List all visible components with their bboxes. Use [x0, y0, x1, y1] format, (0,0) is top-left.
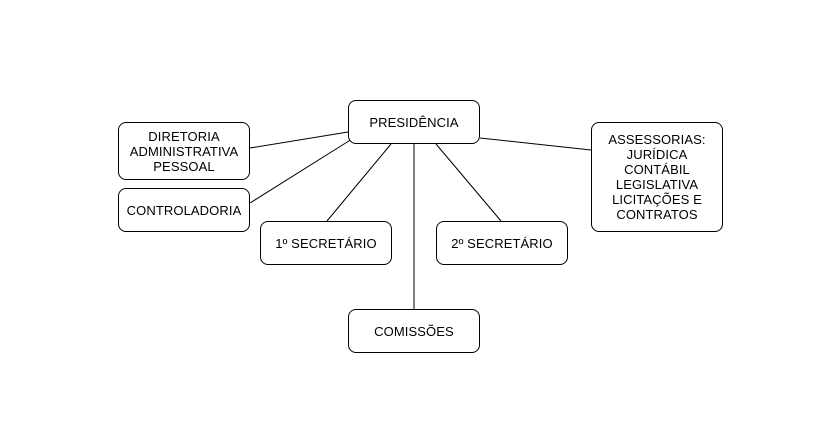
node-presidencia: PRESIDÊNCIA [348, 100, 480, 144]
node-comissoes: COMISSÕES [348, 309, 480, 353]
node-diretoria-label-line-2: ADMINISTRATIVA [129, 143, 239, 159]
node-2o-secretario: 2º SECRETÁRIO [436, 221, 568, 265]
node-2o-secretario-label: 2º SECRETÁRIO [451, 235, 553, 251]
node-assessorias-label-line-3: CONTÁBIL [624, 162, 690, 177]
node-assessorias: ASSESSORIAS: JURÍDICA CONTÁBIL LEGISLATI… [591, 122, 723, 232]
node-assessorias-label-line-2: JURÍDICA [626, 147, 688, 162]
connector-presidencia-sec1 [326, 143, 392, 222]
node-assessorias-label-line-4: LEGISLATIVA [615, 177, 699, 192]
node-assessorias-label-line-6: CONTRATOS [616, 207, 698, 222]
node-diretoria-administrativa-pessoal: DIRETORIA ADMINISTRATIVA PESSOAL [118, 122, 250, 180]
connector-presidencia-diretoria [249, 131, 349, 149]
node-1o-secretario: 1º SECRETÁRIO [260, 221, 392, 265]
node-assessorias-label-line-1: ASSESSORIAS: [608, 132, 706, 147]
node-presidencia-label: PRESIDÊNCIA [369, 114, 459, 130]
node-diretoria-label-line-1: DIRETORIA [148, 128, 220, 144]
connector-presidencia-controladoria [249, 138, 353, 204]
node-controladoria-label: CONTROLADORIA [126, 202, 242, 218]
node-1o-secretario-label: 1º SECRETÁRIO [275, 235, 377, 251]
connector-presidencia-sec2 [435, 143, 502, 222]
node-controladoria: CONTROLADORIA [118, 188, 250, 232]
connector-presidencia-assessorias [479, 137, 592, 151]
node-assessorias-label-line-5: LICITAÇÕES E [612, 192, 702, 207]
node-comissoes-label: COMISSÕES [374, 323, 454, 339]
node-diretoria-label-line-3: PESSOAL [153, 158, 215, 174]
